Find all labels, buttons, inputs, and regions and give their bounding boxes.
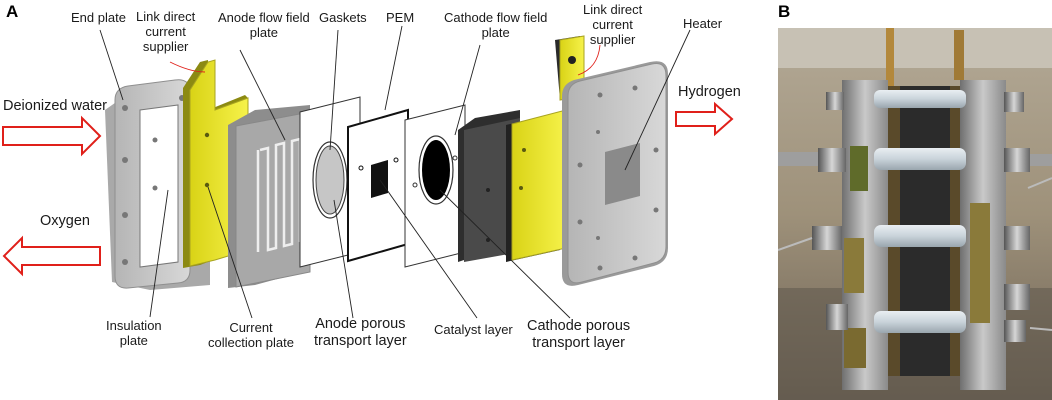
label-link-dc-right-line2: current	[592, 17, 633, 32]
panel-b-photo	[778, 28, 1052, 400]
label-cathode-flow-field-line1: Cathode flow field	[444, 10, 548, 25]
label-current-collection-line1: Current	[229, 320, 273, 335]
panel-a-exploded-diagram: A	[2, 2, 741, 352]
label-oxygen: Oxygen	[40, 213, 90, 229]
label-current-collection-line2: collection plate	[208, 335, 294, 350]
label-end-plate: End plate	[71, 10, 126, 25]
label-cathode-flow-field-line2: plate	[481, 25, 510, 40]
electrolyzer-photo	[778, 28, 1052, 400]
label-link-dc-right-line3: supplier	[589, 32, 636, 47]
label-heater: Heater	[683, 16, 723, 31]
exploded-view-drawing	[2, 25, 734, 319]
label-anode-ptl-line2: transport layer	[314, 333, 407, 349]
panel-label-a: A	[6, 2, 19, 21]
deionized-water-arrow	[2, 115, 102, 157]
label-link-dc-left-line2: current	[145, 24, 186, 39]
panel-label-b: B	[778, 2, 791, 21]
label-insulation-line1: Insulation	[106, 318, 162, 333]
label-link-dc-left-line1: Link direct	[136, 9, 196, 24]
label-anode-ptl-line1: Anode porous	[315, 316, 406, 332]
label-gaskets: Gaskets	[319, 10, 367, 25]
label-deionized-water: Deionized water	[3, 98, 107, 114]
label-anode-flow-field-line1: Anode flow field	[218, 10, 310, 25]
label-anode-flow-field: Anode flow field plate	[218, 10, 310, 40]
label-cathode-flow-field: Cathode flow field plate	[444, 10, 547, 40]
label-anode-flow-field-line2: plate	[249, 25, 278, 40]
anode-gasket	[299, 96, 361, 268]
heater-end-plate	[562, 61, 668, 286]
label-cathode-porous-transport-layer: Cathode porous transport layer	[527, 318, 630, 352]
label-current-collection-plate: Current collection plate	[208, 320, 294, 350]
label-catalyst-layer: Catalyst layer	[434, 322, 513, 337]
cathode-gasket	[404, 104, 466, 268]
leader-lines	[99, 25, 691, 319]
anode-flow-field-plate	[228, 105, 311, 288]
label-link-dc-left-line3: supplier	[142, 39, 189, 54]
pem-membrane	[347, 108, 411, 263]
hydrogen-arrow	[675, 101, 734, 137]
oxygen-arrow	[2, 235, 101, 277]
label-insulation-line2: plate	[119, 333, 148, 348]
label-pem: PEM	[386, 10, 415, 25]
label-link-dc-left: Link direct current supplier	[136, 9, 195, 54]
label-link-dc-right: Link direct current supplier	[583, 2, 642, 47]
label-link-dc-right-line1: Link direct	[583, 2, 643, 17]
label-insulation-plate: Insulation plate	[106, 318, 162, 348]
label-cathode-ptl-line2: transport layer	[532, 335, 625, 351]
label-cathode-ptl-line1: Cathode porous	[527, 318, 631, 334]
label-hydrogen: Hydrogen	[678, 84, 741, 100]
label-anode-porous-transport-layer: Anode porous transport layer	[314, 316, 407, 350]
